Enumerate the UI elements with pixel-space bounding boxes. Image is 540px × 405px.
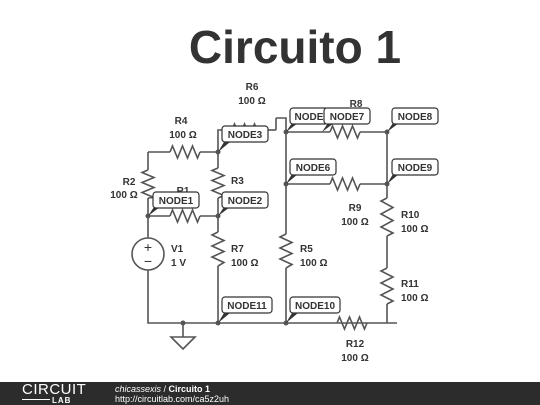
node-label-node2[interactable]: NODE2 [218,191,269,216]
r12-name: R12 [346,339,365,350]
footer-attribution: chicassexis / Circuito 1 [115,384,210,394]
node8-text: NODE8 [398,112,433,123]
circuitlab-logo[interactable]: CIRCUIT [22,381,87,398]
v1-name: V1 [171,244,184,255]
node-label-node6[interactable]: NODE6 [286,158,337,184]
r11-value: 100 Ω [401,293,428,304]
r12-value: 100 Ω [341,353,368,364]
r9-value: 100 Ω [341,217,368,228]
resistor-r10[interactable] [379,197,395,237]
node3-text: NODE3 [228,130,263,141]
voltage-source-v1[interactable]: + − [131,237,165,271]
logo-underline [22,399,50,400]
r4-name: R4 [175,116,188,127]
plus-sign: + [144,239,152,255]
r4-value: 100 Ω [169,130,196,141]
resistor-r11[interactable] [379,267,395,305]
resistor-r7[interactable] [210,231,226,267]
source-circle [131,237,165,271]
footer-bar: CIRCUIT LAB chicassexis / Circuito 1 htt… [0,382,540,405]
junction-dot [180,320,186,326]
resistor-r4[interactable] [169,143,201,161]
node-label-node8[interactable]: NODE8 [387,107,439,132]
r7-name: R7 [231,244,244,255]
author-link[interactable]: chicassexis [115,384,162,394]
project-name: Circuito 1 [168,384,211,394]
resistor-r8[interactable] [329,123,361,141]
r2-value: 100 Ω [110,190,137,201]
ground-symbol-icon [169,336,197,351]
r10-value: 100 Ω [401,224,428,235]
resistor-r9[interactable] [329,175,361,193]
r6-name: R6 [246,82,259,93]
node-label-node1[interactable]: NODE1 [148,191,200,216]
r6-value: 100 Ω [238,96,265,107]
resistor-r5[interactable] [278,233,294,269]
project-url-link[interactable]: http://circuitlab.com/ca5z2uh [115,394,230,404]
r5-name: R5 [300,244,313,255]
node-labels: NODE1 NODE2 NODE3 NODE NODE7 NODE8 [148,107,439,323]
node1-text: NODE1 [159,196,194,207]
circuit-schematic: + − R4 100 Ω R6 100 Ω R8 R2 100 Ω R1 R3 … [110,82,439,364]
node7-text: NODE7 [330,112,365,123]
r10-name: R10 [401,210,420,221]
resistor-r2[interactable] [139,169,157,199]
r5-value: 100 Ω [300,258,327,269]
node-label-node11[interactable]: NODE11 [218,296,273,323]
circuitlab-logo-sub: LAB [52,396,72,405]
node-label-node3[interactable]: NODE3 [218,125,269,152]
resistor-r12[interactable] [336,314,368,332]
minus-sign: − [144,253,152,269]
r2-name: R2 [123,177,136,188]
node6-text: NODE6 [296,163,331,174]
r3-name: R3 [231,176,244,187]
r7-value: 100 Ω [231,258,258,269]
node-label-node7[interactable]: NODE7 [322,107,371,132]
node9-text: NODE9 [398,163,433,174]
node-label-node9[interactable]: NODE9 [387,158,439,184]
r8-name: R8 [350,99,363,110]
r11-name: R11 [401,279,419,290]
resistor-r1[interactable] [169,207,201,225]
node-label-node10[interactable]: NODE10 [286,296,341,323]
component-labels: R4 100 Ω R6 100 Ω R8 R2 100 Ω R1 R3 R7 1… [110,82,428,364]
r9-name: R9 [349,203,362,214]
node11-text: NODE11 [227,301,267,312]
node2-text: NODE2 [228,196,263,207]
node-label-node-partial[interactable]: NODE [286,107,329,132]
footer-separator: / [161,384,169,394]
node10-text: NODE10 [295,301,335,312]
page-title: Circuito 1 [188,21,402,73]
v1-value: 1 V [171,258,186,269]
node-partial-text: NODE [295,112,324,123]
